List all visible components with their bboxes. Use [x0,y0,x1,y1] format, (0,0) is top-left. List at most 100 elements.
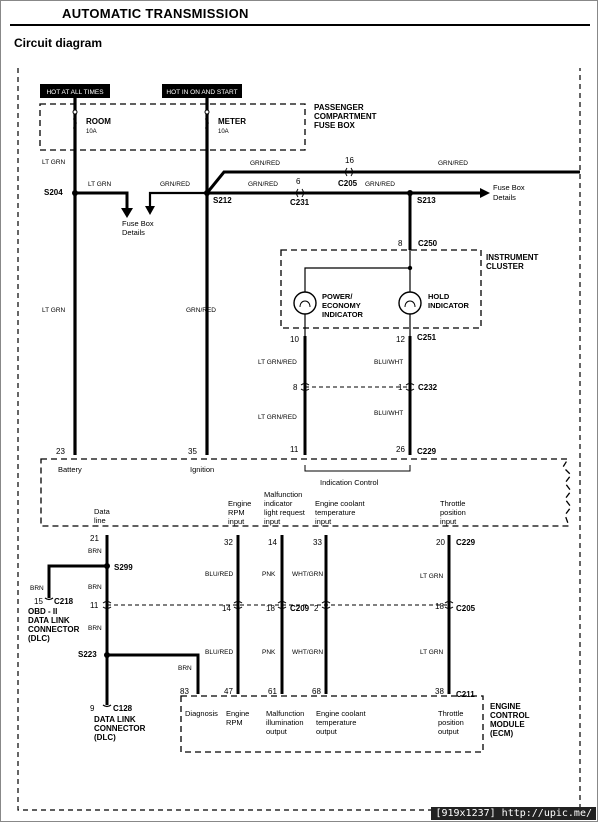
wire-label-blu-wht-1: BLU/WHT [374,359,403,366]
grn-red-c205-wire [205,170,580,194]
wire-label-brn-5: BRN [178,665,192,672]
wire-label-pnk-1: PNK [262,571,276,578]
hot-all-times-box [40,84,110,98]
pin-32: 32 [224,538,233,547]
malfunction-input-2: indicator [264,499,293,508]
s212-label: S212 [213,196,232,205]
upper-module-outline [40,458,572,527]
pin-38: 38 [435,687,444,696]
malfunction-input-1: Malfunction [264,490,302,499]
data-line-label-2: line [94,516,106,525]
c229-label-top: C229 [417,447,437,456]
pin-12: 12 [396,335,405,344]
wire-label-grn-red-2: GRN/RED [186,307,216,314]
pin-23: 23 [56,447,65,456]
hold-indicator-label-2: INDICATOR [428,301,470,310]
pin-11-c205: 11 [90,601,99,610]
indication-control-label: Indication Control [320,478,379,487]
pin-18-c209: 18 [266,604,275,613]
pin-35: 35 [188,447,197,456]
ecm-diagnosis-label: Diagnosis [185,709,218,718]
pin-68: 68 [312,687,321,696]
obd-connector-terminal [44,597,54,601]
fuse-box-details-arrow-right [480,188,490,198]
obd-label-2: DATA LINK [28,616,70,625]
ecm-title-4: (ECM) [490,729,513,738]
instrument-cluster-title-1: INSTRUMENT [486,253,539,262]
dlc-label-3: (DLC) [94,733,116,742]
ecm-throttle-label-3: output [438,727,460,736]
hot-all-times-label: HOT AT ALL TIMES [46,89,104,96]
meter-fuse-name: METER [218,117,246,126]
wire-label-lt-grn-throttle-2: LT GRN [420,649,444,656]
ecm-rpm-label-2: RPM [226,718,243,727]
c251-label: C251 [417,333,437,342]
malfunction-input-4: input [264,517,281,526]
power-indicator-label-2: ECONOMY [322,301,361,310]
wire-label-brn-1: BRN [88,548,102,555]
pin-8-c250: 8 [398,239,403,248]
wire-label-grn-red-5: GRN/RED [248,181,278,188]
s212-fuse-box-branch [148,191,207,210]
instrument-cluster-outline [280,249,482,329]
pin-11-c229: 11 [290,445,299,454]
fuse-box-details-right-1: Fuse Box [493,183,525,192]
wire-label-blu-red-1: BLU/RED [205,571,233,578]
power-indicator-filament [299,300,311,308]
s204-branch-arrow [121,208,133,218]
malfunction-input-3: light request [264,508,306,517]
instrument-cluster-title-2: CLUSTER [486,262,524,271]
ecm-coolant-label-2: temperature [316,718,356,727]
meter-fuse-rating: 10A [218,129,229,135]
page-title: AUTOMATIC TRANSMISSION [62,6,249,21]
fuse-box-details-right-2: Details [493,193,516,202]
room-fuse-top-terminal [72,109,78,115]
ecm-coolant-label-3: output [316,727,338,736]
c205-label-top: C205 [338,179,358,188]
wire-label-lt-grn-red-2: LT GRN/RED [258,414,297,421]
wire-label-lt-grn-3: LT GRN [42,307,66,314]
s204-fuse-box-branch [75,191,129,212]
ecm-malfunction-label-2: illumination [266,718,304,727]
s223-label: S223 [78,650,97,659]
ecm-throttle-label-1: Throttle [438,709,463,718]
wire-label-pnk-2: PNK [262,649,276,656]
dlc-label-2: CONNECTOR [94,724,146,733]
s223-ecm-branch [107,653,200,694]
power-indicator-label-1: POWER/ [322,292,353,301]
dlc-connector-terminal [102,704,112,708]
c205-mark-lower-brn [102,601,112,609]
indication-control-bracket [304,465,411,472]
coolant-input-3: input [315,517,332,526]
pin-6: 6 [296,177,301,186]
fuse-box-label-1: PASSENGER [314,103,364,112]
coolant-input-2: temperature [315,508,355,517]
fuse-box-label-3: FUSE BOX [314,121,356,130]
s213-label: S213 [417,196,436,205]
fuse-box-label-2: COMPARTMENT [314,112,377,121]
room-fuse-rating: 10A [86,129,97,135]
wire-label-brn-2: BRN [30,585,44,592]
pin-33: 33 [313,538,322,547]
power-indicator-label-3: INDICATOR [322,310,364,319]
c209-mark-malfunction [277,601,287,609]
throttle-input-3: input [440,517,457,526]
wire-label-lt-grn-1: LT GRN [42,159,66,166]
ecm-title-3: MODULE [490,720,525,729]
c231-label: C231 [290,198,310,207]
c211-label: C211 [456,690,475,699]
engine-rpm-input-3: input [228,517,245,526]
c209-label: C209 [290,604,310,613]
outer-border [17,68,581,811]
meter-fuse-top-terminal [204,109,210,115]
watermark-stamp: [919x1237] http://upic.me/ [431,807,596,820]
engine-rpm-input-2: RPM [228,508,245,517]
c229-label-lower: C229 [456,538,476,547]
wire-label-grn-red-4: GRN/RED [438,160,468,167]
wire-label-grn-red-3: GRN/RED [250,160,280,167]
s204-label: S204 [44,188,63,197]
room-fuse-name: ROOM [86,117,111,126]
c218-label: C218 [54,597,74,606]
pin-10: 10 [290,335,299,344]
